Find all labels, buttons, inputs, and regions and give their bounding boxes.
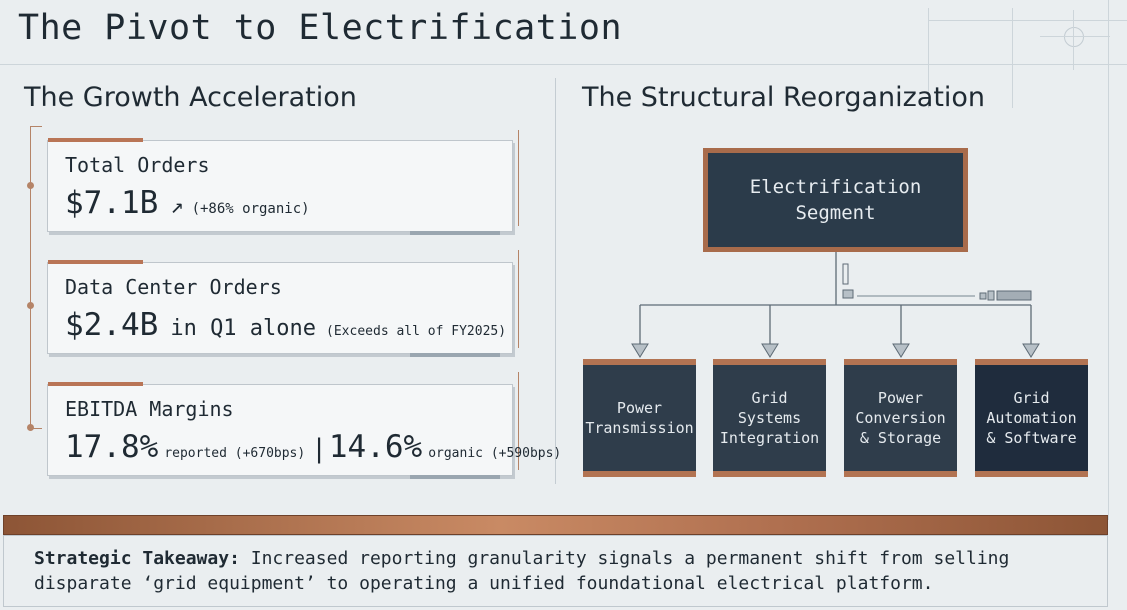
blueprint-line — [1012, 8, 1013, 108]
takeaway-frame — [3, 535, 1108, 607]
bracket-frame — [30, 126, 31, 428]
parent-segment-label: Electrification Segment — [749, 176, 922, 224]
metric-value: $7.1B — [65, 185, 159, 221]
bracket-frame — [518, 130, 519, 226]
connector-dot — [27, 302, 34, 309]
strategic-takeaway: Strategic Takeaway: Increased reporting … — [34, 546, 1104, 596]
card-label: Total Orders — [65, 153, 210, 177]
segment-label: Grid Automation & Software — [986, 389, 1077, 447]
card-accent — [48, 382, 143, 386]
metric-row: $7.1B ↗ (+86% organic) — [65, 185, 310, 221]
segment-box-power-transmission: Power Transmission — [583, 359, 696, 477]
crosshair-icon — [1064, 27, 1084, 47]
metric-suffix: in Q1 alone — [170, 316, 317, 341]
card-accent — [48, 260, 143, 264]
reported-margin-note: reported (+670bps) — [164, 446, 306, 461]
ebitda-margins-card: EBITDA Margins 17.8% reported (+670bps) … — [47, 382, 561, 479]
metric-row: $2.4B in Q1 alone (Exceeds all of FY2025… — [65, 307, 506, 343]
reported-margin-value: 17.8% — [65, 429, 159, 465]
blueprint-line — [555, 78, 556, 484]
total-orders-card: Total Orders $7.1B ↗ (+86% organic) — [47, 138, 513, 235]
segment-label: Power Conversion & Storage — [855, 389, 946, 447]
organic-margin-value: 14.6% — [328, 429, 423, 465]
connector-dot — [27, 424, 34, 431]
copper-divider-bar — [3, 515, 1108, 535]
blueprint-line — [0, 64, 1127, 65]
metric-row: 17.8% reported (+670bps) | 14.6% organic… — [65, 429, 561, 465]
card-accent — [410, 353, 500, 357]
data-center-orders-card: Data Center Orders $2.4B in Q1 alone (Ex… — [47, 260, 513, 357]
bracket-frame — [518, 250, 519, 348]
page-title: The Pivot to Electrification — [18, 8, 623, 48]
bracket-frame — [30, 126, 42, 127]
card-accent — [410, 475, 500, 479]
segment-label: Grid Systems Integration — [719, 389, 820, 447]
blueprint-line — [1108, 0, 1109, 520]
metric-value: $2.4B — [65, 307, 159, 343]
segment-box-power-conversion-storage: Power Conversion & Storage — [844, 359, 957, 477]
organic-margin-note: organic (+590bps) — [428, 446, 562, 461]
blueprint-line — [1040, 36, 1110, 37]
reorganization-heading: The Structural Reorganization — [582, 82, 986, 113]
takeaway-label: Strategic Takeaway: — [34, 548, 240, 569]
metric-note: (+86% organic) — [191, 201, 310, 217]
growth-heading: The Growth Acceleration — [24, 82, 357, 113]
blueprint-line — [928, 20, 1127, 21]
bracket-frame — [30, 428, 42, 429]
segment-box-grid-automation-software: Grid Automation & Software — [975, 359, 1088, 477]
card-accent — [410, 231, 500, 235]
card-label: EBITDA Margins — [65, 397, 234, 421]
up-arrow-icon: ↗ — [170, 194, 184, 219]
metric-note: (Exceeds all of FY2025) — [326, 324, 507, 339]
segment-label: Power Transmission — [585, 399, 694, 437]
blueprint-line — [928, 8, 929, 108]
card-accent — [48, 138, 143, 142]
blueprint-line — [1073, 10, 1074, 70]
card-label: Data Center Orders — [65, 275, 282, 299]
bracket-frame — [518, 372, 519, 470]
electrification-segment-box: Electrification Segment — [703, 148, 968, 252]
separator: | — [311, 434, 327, 464]
segment-box-grid-systems-integration: Grid Systems Integration — [713, 359, 826, 477]
connector-dot — [27, 182, 34, 189]
takeaway-text: Increased reporting granularity signals … — [34, 548, 1010, 594]
